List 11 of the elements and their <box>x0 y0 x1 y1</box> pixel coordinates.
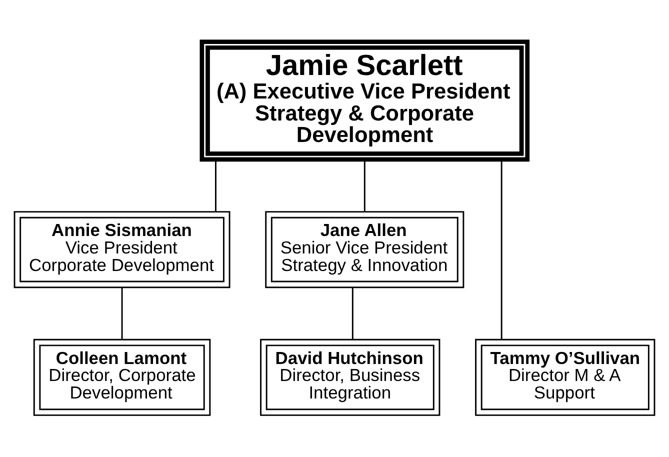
connector <box>215 160 216 212</box>
node-box: Colleen Lamont Director, Corporate Development <box>33 338 211 416</box>
node-box: Tammy O’Sullivan Director M & A Support <box>475 338 656 416</box>
connector <box>352 288 354 340</box>
connector <box>364 160 366 212</box>
node-box: David Hutchinson Director, Business Integration <box>260 338 440 416</box>
node-box: Jamie Scarlett (A) Executive Vice President Strategy & Corporate Development <box>200 40 530 162</box>
node-box: Annie Sismanian Vice President Corporate Development <box>14 211 230 288</box>
connector <box>121 288 123 340</box>
connector <box>500 160 502 340</box>
node-box: Jane Allen Senior Vice President Strategy & Innovation <box>265 211 464 288</box>
